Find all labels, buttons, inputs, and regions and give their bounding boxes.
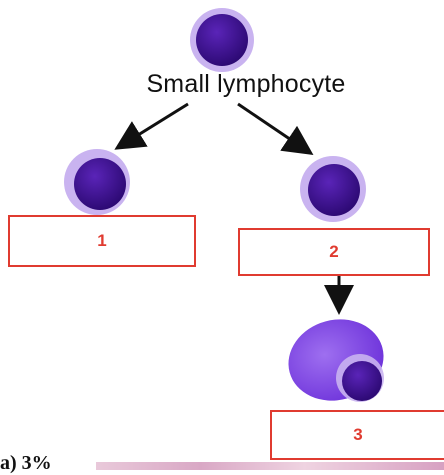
label-box-3[interactable]: 3 [270,410,444,460]
arrow-right [237,102,314,156]
micrograph-strip [96,462,444,470]
cell-2 [300,156,366,222]
cut-off-option-text: a) 3% [0,452,52,474]
label-box-3-text: 3 [353,425,363,444]
label-box-1[interactable]: 1 [8,215,196,267]
cell-3 [288,319,384,402]
label-box-1-text: 1 [97,231,107,250]
cell-1 [64,149,130,215]
label-box-2-text: 2 [329,242,339,261]
root-label: Small lymphocyte [146,70,346,98]
label-box-2[interactable]: 2 [238,228,430,276]
arrow-left [114,102,189,150]
small-lymphocyte-cell [190,8,254,72]
